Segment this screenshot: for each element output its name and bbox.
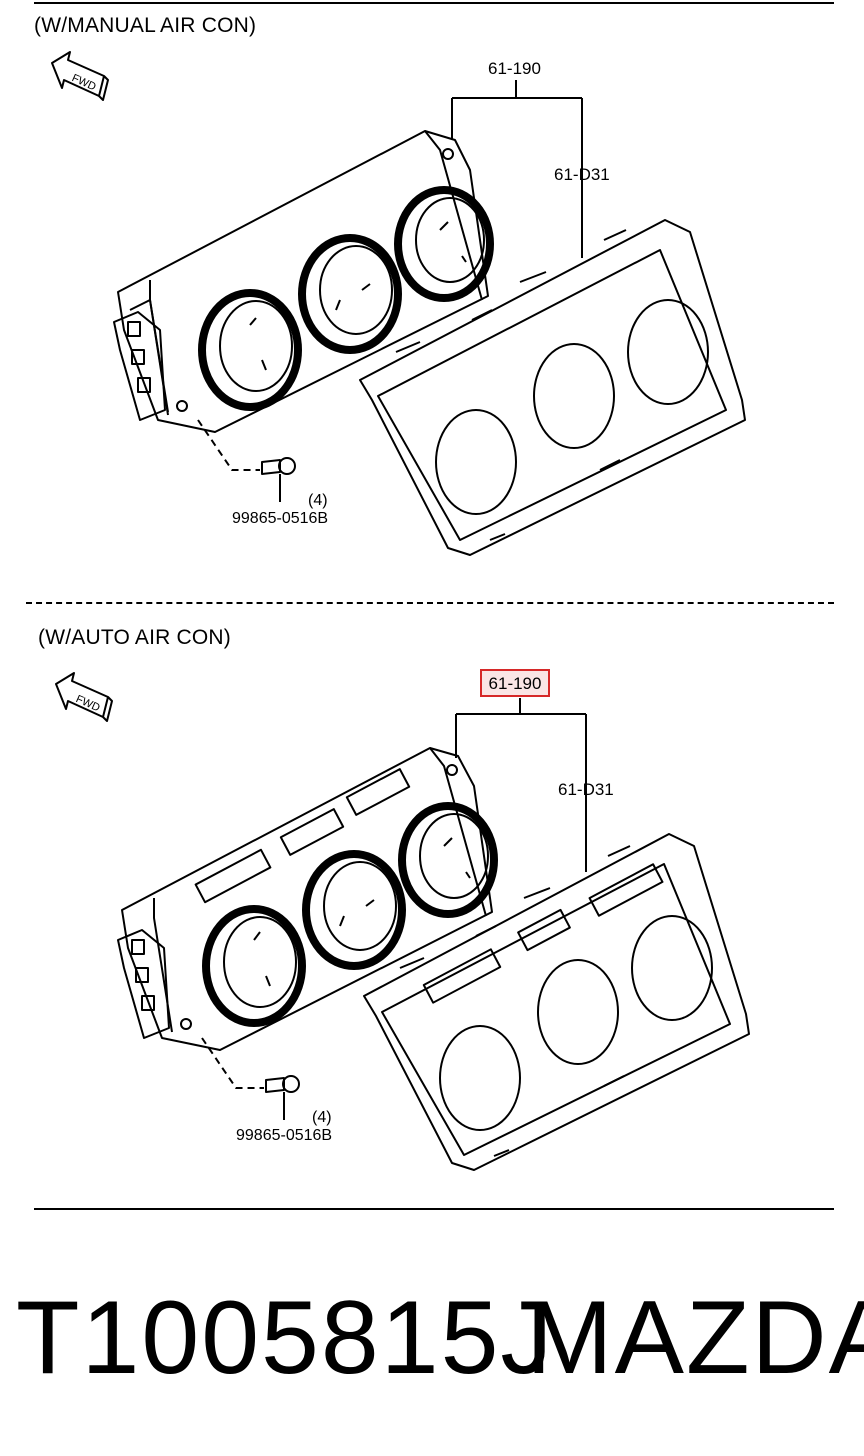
callout-part-upper: 61-190 bbox=[488, 59, 541, 78]
leader-lines bbox=[455, 698, 587, 872]
diagram-manual-air-con: FWD bbox=[51, 51, 746, 556]
screw-icon bbox=[201, 1037, 300, 1120]
section-title-manual: (W/MANUAL AIR CON) bbox=[34, 14, 257, 37]
footer-part-number: T1005815J bbox=[16, 1280, 555, 1396]
section-title-auto: (W/AUTO AIR CON) bbox=[38, 626, 231, 649]
section-divider bbox=[26, 602, 834, 604]
knob-right bbox=[398, 802, 498, 918]
highlighted-part-number: 61-190 bbox=[488, 674, 542, 693]
screw-icon bbox=[197, 419, 296, 502]
fwd-label: FWD bbox=[70, 72, 98, 93]
callout-part-right: 61-D31 bbox=[554, 165, 610, 184]
footer-brand: MAZDA bbox=[526, 1280, 864, 1396]
callout-screw-qty: (4) bbox=[312, 1109, 332, 1126]
fwd-arrow-icon bbox=[55, 672, 113, 722]
knob-center bbox=[302, 850, 406, 970]
fwd-arrow-icon bbox=[51, 51, 109, 101]
knob-left bbox=[198, 289, 302, 411]
highlighted-callout-box[interactable]: 61-190 bbox=[480, 669, 550, 697]
knob-center bbox=[298, 234, 402, 354]
diagram-auto-air-con: FWD bbox=[55, 672, 750, 1171]
bottom-rule bbox=[34, 1208, 834, 1210]
bezel-panel bbox=[363, 833, 750, 1171]
knob-left bbox=[202, 905, 306, 1027]
callout-screw-qty: (4) bbox=[308, 492, 328, 509]
fwd-label: FWD bbox=[74, 693, 102, 714]
callout-screw-part: 99865-0516B bbox=[232, 510, 328, 527]
callout-screw-part: 99865-0516B bbox=[236, 1127, 332, 1144]
control-unit bbox=[113, 130, 494, 433]
bezel-panel bbox=[359, 219, 746, 556]
top-rule bbox=[34, 2, 834, 4]
callout-part-right: 61-D31 bbox=[558, 780, 614, 799]
control-unit bbox=[117, 747, 498, 1051]
knob-right bbox=[394, 186, 494, 302]
leader-lines bbox=[451, 80, 583, 258]
